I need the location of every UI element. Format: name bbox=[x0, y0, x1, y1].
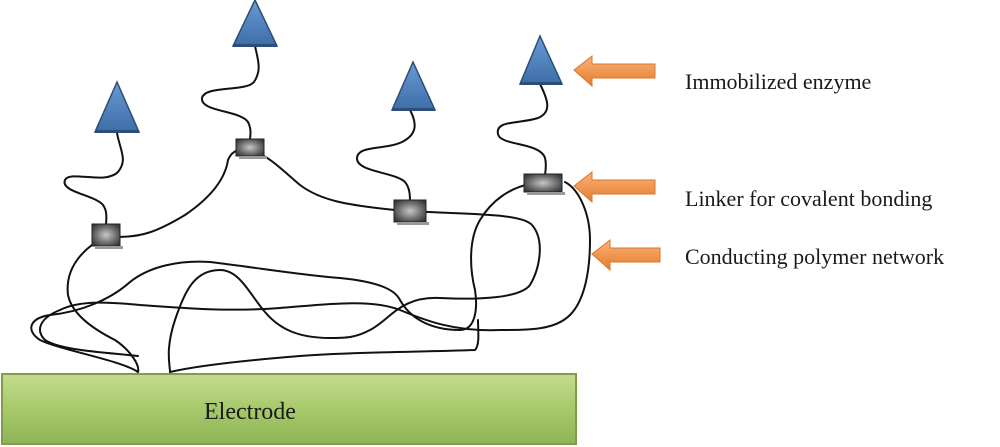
enzymes bbox=[93, 0, 564, 133]
arrows bbox=[573, 54, 661, 272]
electrode: Electrode bbox=[1, 373, 577, 445]
tether-enzyme-2 bbox=[201, 45, 260, 141]
polymer-bottom-link bbox=[169, 319, 480, 373]
triangle-enzyme-icon bbox=[231, 0, 279, 47]
square-linker-icon bbox=[393, 199, 427, 223]
tether-enzyme-1 bbox=[63, 132, 124, 227]
polymer-bottom-left bbox=[39, 309, 139, 357]
electrode-bar bbox=[1, 373, 577, 445]
left-arrow-icon bbox=[573, 54, 656, 88]
polymer-loop-main bbox=[105, 148, 541, 373]
square-linker-icon bbox=[523, 173, 563, 193]
triangle-enzyme-icon bbox=[93, 80, 141, 133]
tether-enzyme-4 bbox=[496, 83, 549, 177]
polymer-network bbox=[30, 45, 591, 373]
label-conducting-polymer: Conducting polymer network bbox=[685, 244, 944, 269]
left-arrow-icon bbox=[573, 170, 656, 204]
square-linker-icon bbox=[235, 138, 265, 157]
polymer-loop-right bbox=[59, 181, 591, 332]
polymer-loop-lower bbox=[30, 183, 531, 373]
legend-labels: Immobilized enzyme Linker for covalent b… bbox=[685, 69, 944, 269]
electrode-label: Electrode bbox=[204, 399, 296, 425]
triangle-enzyme-icon bbox=[390, 60, 437, 111]
linkers bbox=[91, 138, 565, 249]
left-arrow-icon bbox=[591, 238, 661, 272]
label-linker: Linker for covalent bonding bbox=[685, 186, 932, 211]
label-immobilized-enzyme: Immobilized enzyme bbox=[685, 69, 871, 94]
tether-enzyme-3 bbox=[355, 109, 416, 203]
square-linker-icon bbox=[91, 223, 121, 247]
triangle-enzyme-icon bbox=[518, 34, 564, 85]
